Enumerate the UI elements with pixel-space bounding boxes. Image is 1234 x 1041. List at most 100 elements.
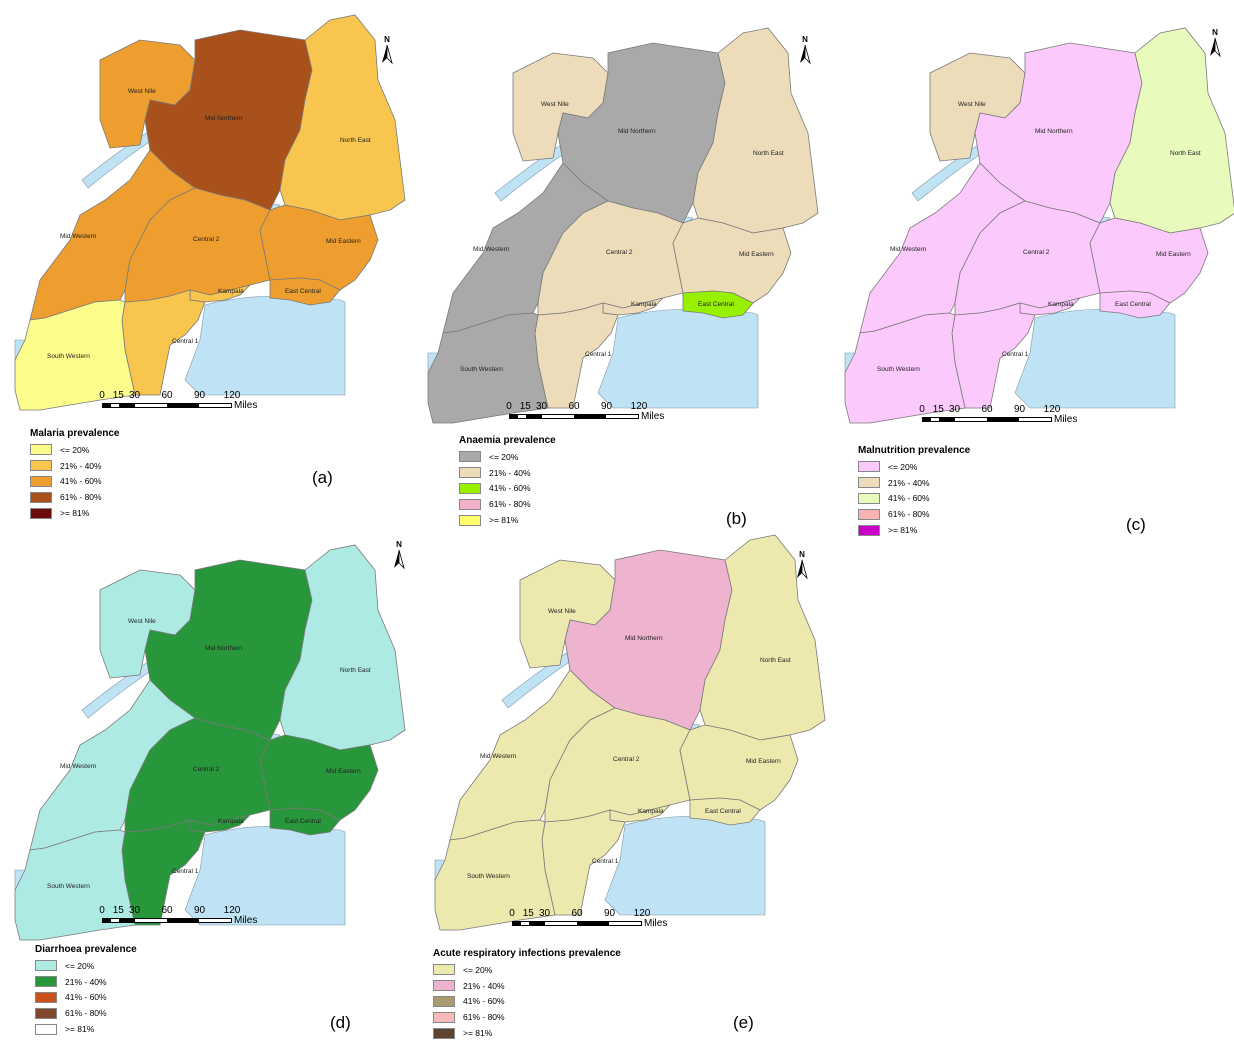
scale-tick-label: 30 [128, 905, 141, 916]
region-label-north-east: North East [340, 667, 371, 674]
legend-item: 41% - 60% [30, 474, 120, 490]
scale-tick-label: 0 [506, 401, 512, 412]
region-label-mid-northern: Mid Northern [618, 128, 656, 135]
legend-swatch [459, 514, 481, 526]
legend-title: Malnutrition prevalence [858, 445, 971, 456]
region-label-west-nile: West Nile [541, 101, 569, 108]
scale-tick-label: 120 [223, 390, 241, 401]
region-east-central [689, 797, 761, 826]
legend-item: 21% - 40% [858, 475, 970, 491]
legend-swatch [30, 491, 52, 503]
scale-tick-label: 60 [571, 908, 583, 919]
legend-swatch [858, 492, 880, 504]
region-label-west-nile: West Nile [128, 618, 156, 625]
scale-tick-label: 15 [522, 908, 534, 919]
region-mid-eastern [1089, 217, 1209, 304]
legend-label: 61% - 80% [65, 1008, 107, 1019]
legend-item: <= 20% [459, 449, 556, 465]
region-label-mid-northern: Mid Northern [625, 635, 663, 642]
scale-tick-label: 90 [193, 390, 206, 401]
scale-bar-graphic [922, 417, 1052, 422]
legend-item: >= 81% [35, 1021, 137, 1037]
legend-item: >= 81% [459, 512, 556, 528]
legend-swatch [35, 991, 57, 1003]
region-label-mid-eastern: Mid Eastern [326, 768, 361, 775]
legend-swatch [459, 482, 481, 494]
region-mid-eastern [679, 724, 799, 811]
region-label-north-east: North East [760, 657, 791, 664]
legend-label: <= 20% [888, 461, 918, 472]
legend-item: 61% - 80% [35, 1005, 137, 1021]
region-label-kampala: Kampala [1048, 301, 1074, 308]
legend-label: 21% - 40% [489, 467, 531, 478]
legend-label: <= 20% [489, 451, 519, 462]
legend-item: 21% - 40% [30, 458, 120, 474]
region-south-western [434, 819, 556, 931]
scale-unit: Miles [641, 411, 665, 422]
legend-swatch [433, 995, 455, 1007]
legend-item: 61% - 80% [433, 1009, 621, 1025]
legend-label: <= 20% [463, 964, 493, 975]
scale-tick-label: 120 [633, 908, 651, 919]
region-label-mid-eastern: Mid Eastern [1156, 251, 1191, 258]
lake-2 [604, 815, 766, 916]
scale-unit: Miles [644, 918, 668, 929]
scale-tick-label: 90 [603, 908, 616, 919]
north-arrow-icon: N [1208, 28, 1222, 58]
legend-label: 21% - 40% [888, 477, 930, 488]
region-label-kampala: Kampala [631, 301, 657, 308]
region-label-central2: Central 2 [193, 236, 220, 243]
legend: Malaria prevalence <= 20%21% - 40%41% - … [30, 428, 120, 521]
region-label-central1: Central 1 [585, 351, 612, 358]
region-label-mid-northern: Mid Northern [205, 115, 243, 122]
scale-tick-label: 30 [948, 404, 961, 415]
region-label-west-nile: West Nile [958, 101, 986, 108]
region-label-east-central: East Central [1115, 301, 1151, 308]
legend-swatch [35, 960, 57, 972]
panel-label: (b) [726, 509, 747, 528]
legend-swatch [433, 964, 455, 976]
legend: Malnutrition prevalence <= 20%21% - 40%4… [858, 445, 970, 538]
lake-2 [184, 295, 346, 396]
scale-bar-graphic [102, 403, 232, 408]
legend-swatch [459, 467, 481, 479]
legend-item: >= 81% [858, 522, 970, 538]
region-label-central1: Central 1 [1002, 351, 1029, 358]
legend-swatch [858, 524, 880, 536]
legend-swatch [35, 976, 57, 988]
scale-bar-graphic [512, 921, 642, 926]
legend-item: <= 20% [858, 459, 970, 475]
legend-swatch [30, 475, 52, 487]
region-label-mid-western: Mid Western [60, 763, 97, 770]
legend-label: 41% - 60% [489, 483, 531, 494]
scale-bar-graphic [509, 414, 639, 419]
scale-tick-label: 90 [193, 905, 206, 916]
map-e [434, 534, 826, 931]
region-east-central [1099, 290, 1171, 319]
scale-tick-label: 90 [1013, 404, 1026, 415]
legend-title: Anaemia prevalence [459, 435, 556, 446]
north-arrow-icon: N [380, 35, 394, 65]
legend: Diarrhoea prevalence <= 20%21% - 40%41% … [35, 944, 137, 1037]
region-east-central [682, 290, 754, 319]
region-label-central1: Central 1 [592, 858, 619, 865]
region-label-east-central: East Central [285, 818, 321, 825]
scale-tick-label: 30 [128, 390, 141, 401]
region-label-east-central: East Central [698, 301, 734, 308]
north-label: N [396, 540, 402, 549]
north-label: N [799, 550, 805, 559]
region-label-mid-northern: Mid Northern [205, 645, 243, 652]
legend-label: 61% - 80% [888, 509, 930, 520]
legend: Acute respiratory infections prevalence … [433, 948, 621, 1041]
legend-label: >= 81% [463, 1028, 493, 1039]
legend-label: 61% - 80% [489, 499, 531, 510]
panel-label: (a) [312, 468, 333, 487]
legend-label: >= 81% [888, 525, 918, 536]
